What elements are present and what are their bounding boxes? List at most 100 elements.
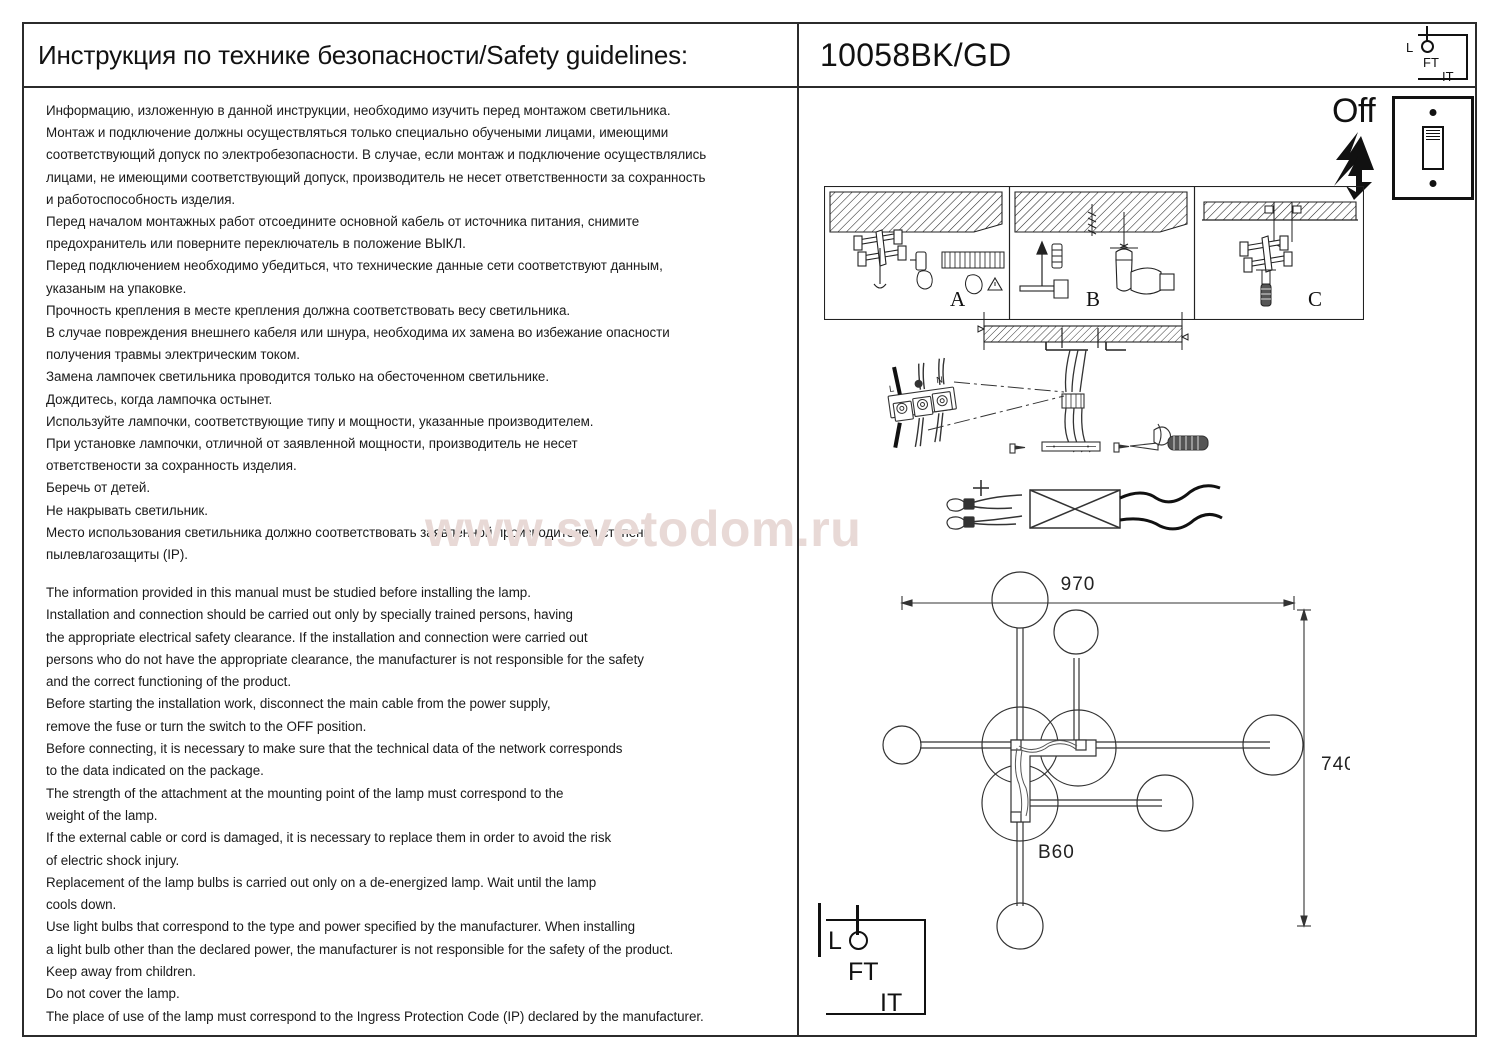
hardware-row bbox=[1009, 423, 1209, 454]
loft-it-logo-header: L FT IT bbox=[1398, 26, 1470, 84]
ru-line: предохранитель или поверните переключате… bbox=[46, 236, 466, 252]
globe-upper-mid bbox=[1053, 609, 1099, 655]
ru-line: указаным на упаковке. bbox=[46, 280, 187, 296]
installation-steps-diagram: A B C bbox=[824, 186, 1364, 320]
logo-frame-footer bbox=[826, 919, 926, 1015]
ru-line: Место использования светильника должно с… bbox=[46, 524, 651, 540]
plate-screw-bottom-icon bbox=[1429, 180, 1437, 187]
globe-left bbox=[882, 725, 922, 765]
ceiling-wires bbox=[1061, 349, 1091, 453]
ru-line: Монтаж и подключение должны осуществлять… bbox=[46, 125, 669, 141]
connector-pin-top bbox=[946, 498, 975, 512]
en-line: weight of the lamp. bbox=[46, 807, 158, 823]
page-border bbox=[22, 22, 1477, 1037]
ceiling-slab-c bbox=[1202, 201, 1358, 221]
logo-letter-ft: FT bbox=[1423, 55, 1439, 70]
ru-line: Прочность крепления в месте крепления до… bbox=[46, 302, 571, 318]
ru-line: Замена лампочек светильника проводится т… bbox=[46, 369, 549, 385]
height-dimension-label: 740 bbox=[1321, 754, 1350, 775]
cross-mounting-bracket-c bbox=[1239, 235, 1293, 273]
screw-and-anchor-a bbox=[910, 251, 927, 271]
logo-frame bbox=[1418, 34, 1468, 80]
hand-icon-a bbox=[916, 270, 983, 295]
logo-pendant-stem-footer bbox=[856, 905, 859, 935]
screwdriver-tool bbox=[1129, 423, 1209, 451]
polarity-plus-mark bbox=[973, 480, 989, 496]
en-line: If the external cable or cord is damaged… bbox=[46, 830, 612, 846]
wall-anchor-b bbox=[1051, 243, 1063, 269]
globe-top bbox=[991, 571, 1049, 629]
ru-line: В случае повреждения внешнего кабеля или… bbox=[46, 325, 670, 341]
logo-letter-l-footer: L bbox=[828, 927, 842, 955]
screwdriver-icon-c bbox=[1256, 269, 1276, 307]
step-letter-a: A bbox=[950, 287, 966, 311]
light-switch-toggle[interactable] bbox=[1422, 126, 1444, 170]
terminal-label-live: L bbox=[888, 383, 894, 394]
ru-line: При установке лампочки, отличной от заяв… bbox=[46, 436, 578, 452]
callout-leader-lines bbox=[927, 381, 1065, 431]
logo-letter-ft-footer: FT bbox=[848, 958, 879, 986]
en-line: Before starting the installation work, d… bbox=[46, 696, 551, 712]
ru-line: пылевлагозащиты (IP). bbox=[46, 547, 188, 563]
model-number: 10058BK/GD bbox=[820, 37, 1012, 73]
en-line: cools down. bbox=[46, 897, 117, 913]
instructions-russian: Информацию, изложенную в данной инструкц… bbox=[46, 100, 756, 566]
ceiling-slab-a bbox=[829, 191, 1003, 233]
en-line: Replacement of the lamp bulbs is carried… bbox=[46, 874, 597, 890]
ru-line: Перед подключением необходимо убедиться,… bbox=[46, 258, 663, 274]
ru-line: получения травмы электрическим током. bbox=[46, 347, 300, 363]
terminal-block: L N bbox=[887, 357, 957, 449]
connector-pin-bottom bbox=[946, 516, 975, 530]
panel-c-border bbox=[1193, 186, 1364, 320]
logo-pendant-stem bbox=[1426, 26, 1428, 42]
wiring-detail-diagram: L N bbox=[887, 312, 1209, 454]
en-line: the appropriate electrical safety cleara… bbox=[46, 629, 588, 645]
en-line: Installation and connection should be ca… bbox=[46, 607, 573, 623]
output-cables bbox=[1119, 484, 1223, 531]
en-line: a light bulb other than the declared pow… bbox=[46, 941, 674, 957]
en-line: Use light bulbs that correspond to the t… bbox=[46, 919, 635, 935]
lamp-hub-globes bbox=[981, 706, 1117, 842]
ru-line: и работоспособность изделия. bbox=[46, 191, 236, 207]
en-line: persons who do not have the appropriate … bbox=[46, 651, 644, 667]
hammer-icon-b bbox=[1019, 279, 1069, 299]
logo-letter-it-footer: IT bbox=[880, 989, 903, 1017]
en-line: Keep away from children. bbox=[46, 964, 196, 980]
en-line: and the correct functioning of the produ… bbox=[46, 674, 291, 690]
en-line: The strength of the attachment at the mo… bbox=[46, 785, 564, 801]
globe-size-label: B60 bbox=[1038, 842, 1075, 863]
en-line: of electric shock injury. bbox=[46, 852, 180, 868]
globe-bottom bbox=[996, 902, 1044, 950]
column-divider bbox=[797, 22, 799, 1037]
led-driver-detail bbox=[946, 480, 1223, 531]
logo-letter-it: IT bbox=[1442, 69, 1454, 84]
globe-right bbox=[1242, 714, 1304, 776]
ru-line: Дождитесь, когда лампочка остынет. bbox=[46, 391, 273, 407]
en-line: The place of use of the lamp must corres… bbox=[46, 1008, 704, 1024]
central-body bbox=[1010, 739, 1097, 823]
ru-line: Перед началом монтажных работ отсоединит… bbox=[46, 214, 640, 230]
en-line: Before connecting, it is necessary to ma… bbox=[46, 741, 623, 757]
off-label: Off bbox=[1332, 92, 1376, 130]
ru-line: лицами, не имеющими соответствующий допу… bbox=[46, 169, 706, 185]
instructions-english: The information provided in this manual … bbox=[46, 582, 756, 1028]
step-letter-c: C bbox=[1308, 287, 1322, 311]
en-line: Do not cover the lamp. bbox=[46, 986, 180, 1002]
ru-line: Используйте лампочки, соответствующие ти… bbox=[46, 413, 594, 429]
insert-arrow-b bbox=[1036, 240, 1048, 286]
internal-wires bbox=[1014, 740, 1078, 817]
page-title: Инструкция по технике безопасности/Safet… bbox=[38, 40, 688, 70]
ru-line: ответствености за сохранность изделия. bbox=[46, 458, 297, 474]
drill-bit-b bbox=[1087, 204, 1097, 236]
drill-tool-b bbox=[1110, 243, 1175, 295]
screw-left bbox=[1009, 443, 1026, 454]
logo-frame-left-bar bbox=[818, 903, 821, 957]
toggle-grip-texture bbox=[1426, 130, 1440, 141]
lamp-end-globes bbox=[882, 571, 1304, 950]
globe-lower-mid bbox=[1136, 774, 1194, 832]
width-dimension bbox=[900, 596, 1296, 610]
ru-line: Информацию, изложенную в данной инструкц… bbox=[46, 103, 671, 118]
width-dimension-label: 970 bbox=[1061, 574, 1096, 595]
wall-switch-plate bbox=[1392, 96, 1474, 200]
